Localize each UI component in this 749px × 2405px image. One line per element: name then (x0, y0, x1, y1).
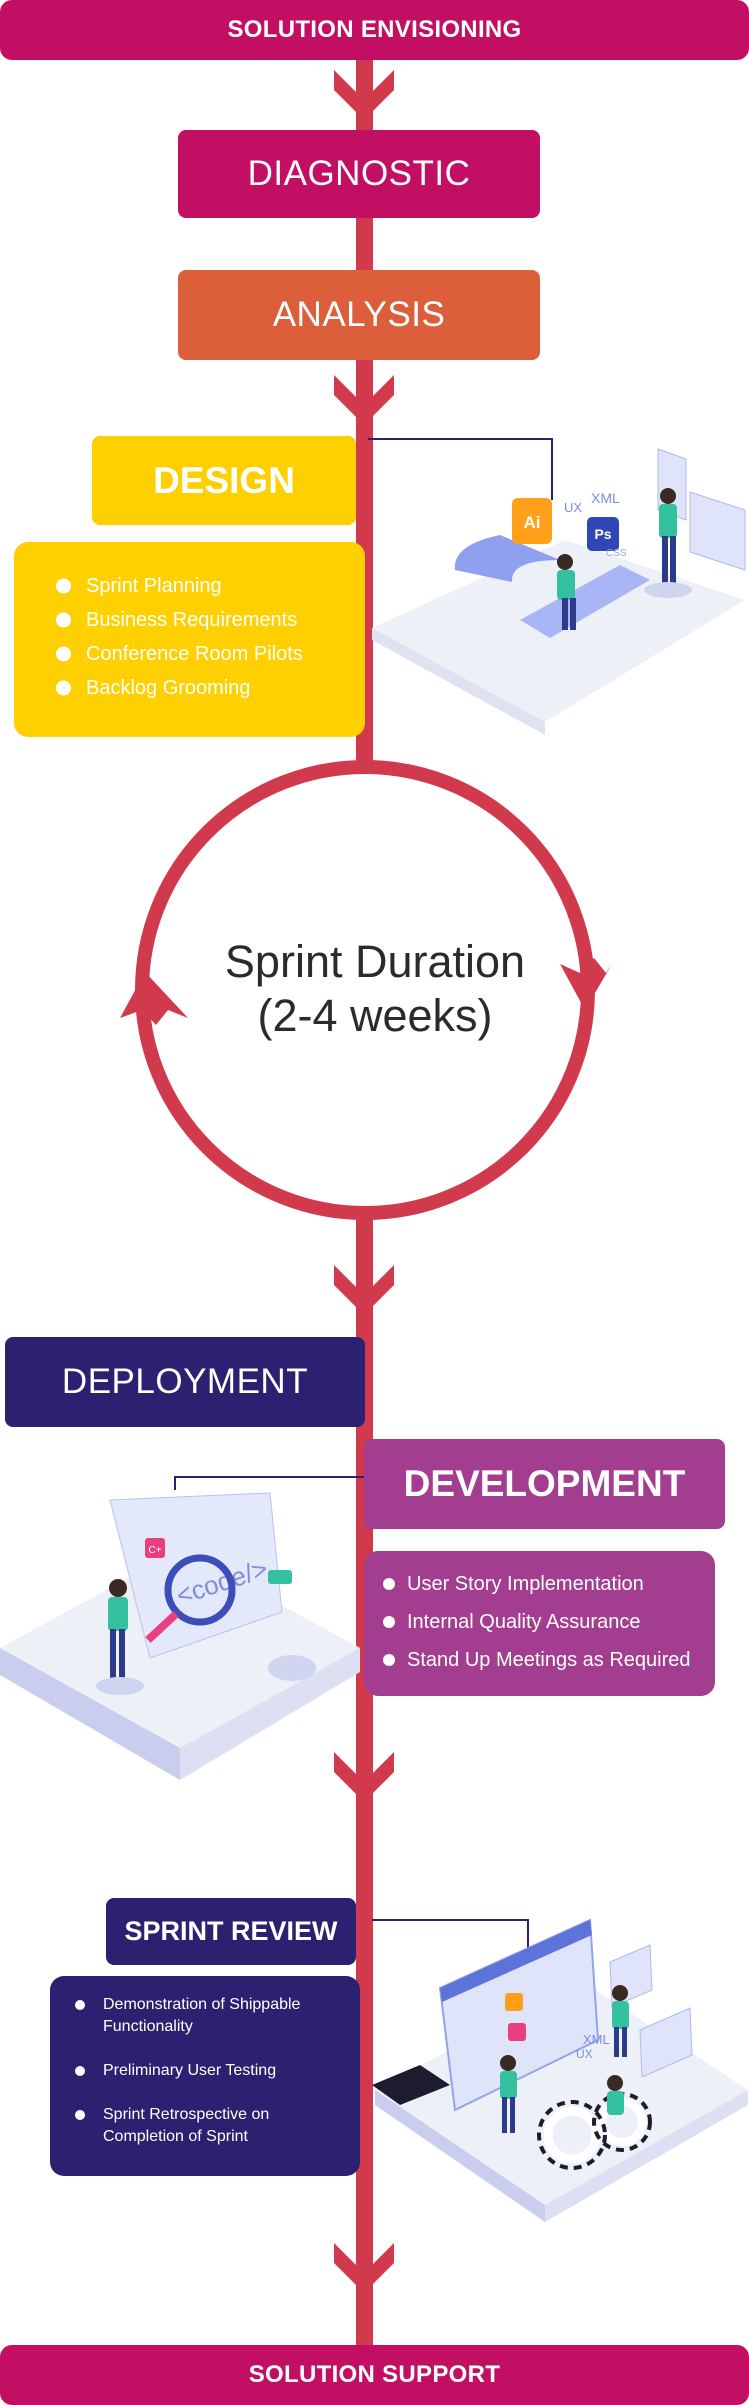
top-banner-label: SOLUTION ENVISIONING (227, 16, 522, 43)
chevron-down-icon (334, 2243, 394, 2293)
svg-text:Ps: Ps (594, 526, 611, 542)
development-stage: DEVELOPMENT (364, 1439, 725, 1529)
svg-text:UX: UX (576, 2047, 593, 2061)
cplus-badge (145, 1538, 165, 1558)
sprint-review-panel: Demonstration of Shippable Functionality… (50, 1976, 360, 2176)
design-list: Sprint Planning Business Requirements Co… (86, 569, 303, 705)
design-label: DESIGN (153, 459, 295, 501)
sprint-duration-text: Sprint Duration (2-4 weeks) (190, 935, 560, 1043)
list-item: Conference Room Pilots (86, 637, 303, 671)
ai-badge (512, 498, 552, 544)
svg-text:C+: C+ (148, 1545, 161, 1556)
chevron-down-icon (334, 70, 394, 120)
sprint-review-label: SPRINT REVIEW (124, 1916, 338, 1946)
bottom-banner-label: SOLUTION SUPPORT (248, 2361, 501, 2388)
list-item: User Story Implementation (407, 1565, 691, 1603)
deployment-stage: DEPLOYMENT (5, 1337, 365, 1427)
development-panel: User Story Implementation Internal Quali… (364, 1551, 715, 1696)
sprint-duration-line1: Sprint Duration (224, 936, 526, 987)
diagnostic-stage: DIAGNOSTIC (178, 130, 540, 218)
development-list: User Story Implementation Internal Quali… (407, 1565, 691, 1679)
cycle-arrow-down-icon (560, 958, 612, 1010)
svg-text:CSS: CSS (606, 548, 627, 559)
svg-text:XML: XML (583, 2032, 610, 2047)
svg-text:UX: UX (564, 500, 582, 515)
sprint-review-list: Demonstration of Shippable Functionality… (103, 1994, 303, 2170)
analysis-label: ANALYSIS (272, 295, 446, 334)
sprint-review-stage: SPRINT REVIEW (106, 1898, 356, 1965)
sprint-duration-line2: (2-4 weeks) (257, 990, 493, 1041)
svg-text:XML: XML (591, 490, 620, 506)
solution-envisioning-banner: SOLUTION ENVISIONING (0, 0, 749, 60)
list-item: Sprint Planning (86, 569, 303, 603)
design-stage: DESIGN (92, 436, 356, 525)
list-item: Preliminary User Testing (103, 2060, 303, 2082)
diagnostic-label: DIAGNOSTIC (247, 154, 471, 193)
list-item: Demonstration of Shippable Functionality (103, 1994, 303, 2038)
cycle-arrow-up-icon (120, 972, 188, 1025)
analysis-stage: ANALYSIS (178, 270, 540, 360)
list-item: Internal Quality Assurance (407, 1603, 691, 1641)
list-item: Backlog Grooming (86, 671, 303, 705)
ps-badge (587, 517, 619, 551)
solution-support-banner: SOLUTION SUPPORT (0, 2345, 749, 2405)
design-panel: Sprint Planning Business Requirements Co… (14, 542, 365, 737)
chevron-down-icon (334, 1752, 394, 1802)
svg-text:Ai: Ai (524, 513, 541, 532)
list-item: Stand Up Meetings as Required (407, 1641, 691, 1679)
magnifier-icon (164, 1554, 236, 1626)
list-item: Business Requirements (86, 603, 303, 637)
chevron-down-icon (334, 1265, 394, 1315)
chevron-down-icon (334, 375, 394, 425)
development-label: DEVELOPMENT (403, 1463, 686, 1504)
deployment-label: DEPLOYMENT (61, 1362, 309, 1401)
list-item: Sprint Retrospective on Completion of Sp… (103, 2104, 303, 2148)
